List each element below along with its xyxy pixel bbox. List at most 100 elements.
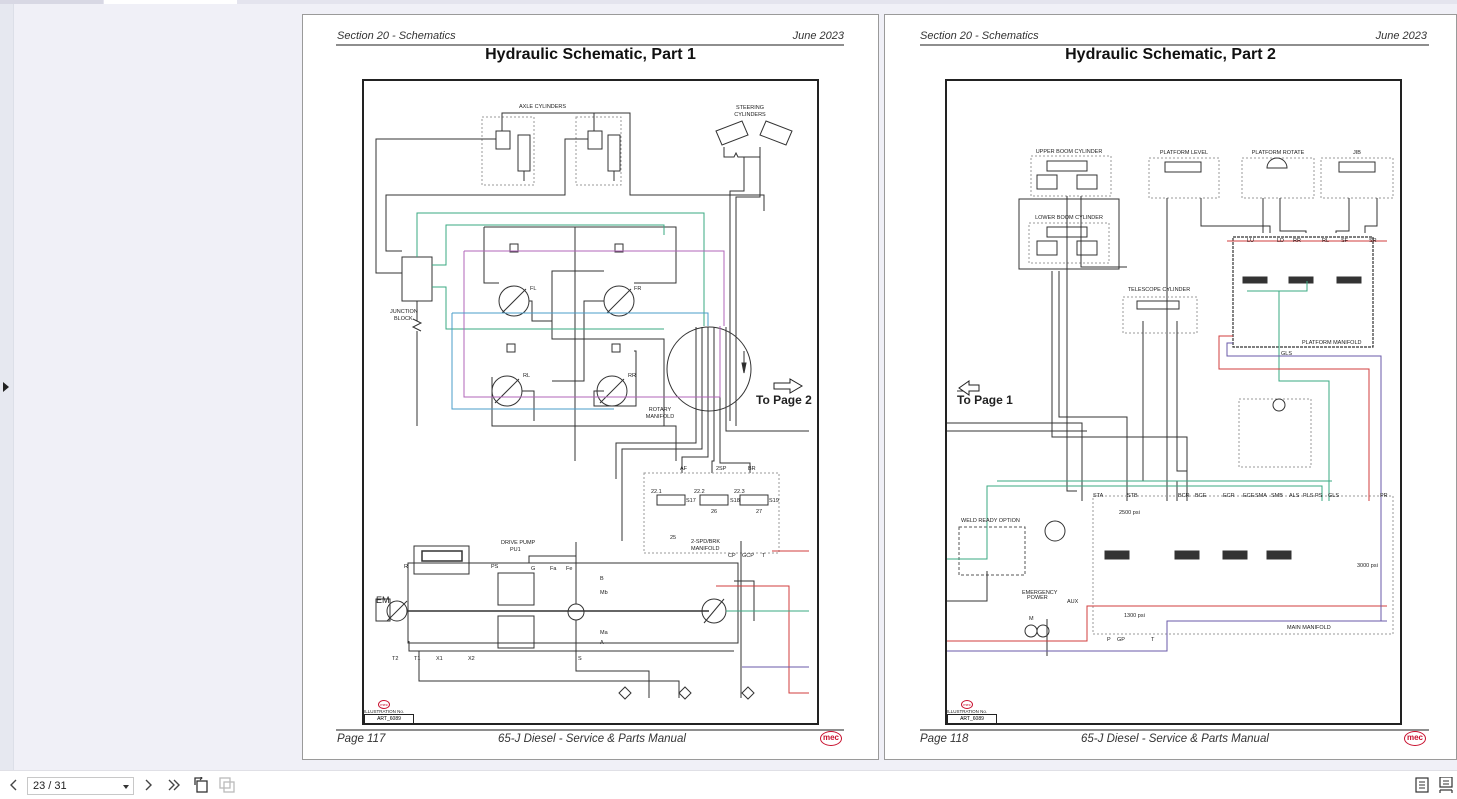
label-gcp: GCP xyxy=(742,553,754,559)
label-rr: RR xyxy=(1293,238,1301,244)
label-22-1: 22.1 xyxy=(651,489,662,495)
label-weld-ready: WELD READY OPTION xyxy=(961,518,1020,524)
label-em: EM xyxy=(376,595,390,605)
label-rotary-2: MANIFOLD xyxy=(646,414,674,420)
sidebar-panel xyxy=(0,4,14,770)
tab[interactable] xyxy=(0,0,103,4)
label-lu: LU xyxy=(1247,238,1254,244)
label-junction-1: JUNCTION xyxy=(390,309,418,315)
label-p: P xyxy=(1107,637,1111,643)
label-ps: PS xyxy=(1315,493,1323,499)
label-27: 27 xyxy=(756,509,762,515)
axle-cylinder-right xyxy=(575,116,622,186)
label-platform-level: PLATFORM LEVEL xyxy=(1160,150,1208,156)
extract-page-button[interactable] xyxy=(218,776,236,794)
label-stb: STB xyxy=(1127,493,1138,499)
label-g: G xyxy=(531,566,535,572)
label-2500psi: 2500 psi xyxy=(1119,510,1140,516)
label-pr: PR xyxy=(1380,493,1388,499)
label-rotary-1: ROTARY xyxy=(649,407,672,413)
label-22-3: 22.3 xyxy=(734,489,745,495)
header-rule xyxy=(336,44,844,46)
rotate-page-button[interactable] xyxy=(192,776,210,794)
label-smb: SMB xyxy=(1271,493,1283,499)
footer-rule xyxy=(336,729,844,731)
document-viewport[interactable]: Section 20 - Schematics June 2023 Hydrau… xyxy=(14,4,1457,770)
label-s17: S17 xyxy=(686,498,696,504)
label-ece: ECE xyxy=(1243,493,1255,499)
label-fa: Fa xyxy=(550,566,557,572)
label-sma: SMA xyxy=(1255,493,1267,499)
continuous-view-button[interactable] xyxy=(1437,776,1455,794)
label-s18: S18 xyxy=(730,498,740,504)
weld-ready-option xyxy=(958,526,1026,576)
previous-page-button[interactable] xyxy=(4,776,22,794)
page-117: Section 20 - Schematics June 2023 Hydrau… xyxy=(302,14,879,760)
illustration-number-block: mec ILLUSTRATION No. ART_6089 xyxy=(947,700,997,723)
label-fl: FL xyxy=(530,286,536,292)
label-t: T xyxy=(1151,637,1155,643)
mec-logo-small: mec xyxy=(378,700,390,709)
label-aux: AUX xyxy=(1067,599,1079,605)
chevron-right-icon xyxy=(145,779,152,791)
label-s: S xyxy=(578,656,582,662)
page-selector[interactable]: 23 / 31 xyxy=(27,777,134,795)
label-rr: RR xyxy=(628,373,636,379)
schematic-frame: UPPER BOOM CYLINDER LOWER BOOM CYLINDER … xyxy=(945,79,1402,725)
page-header-section: Section 20 - Schematics xyxy=(920,30,1039,42)
single-page-view-icon xyxy=(1415,777,1429,793)
hydraulic-schematic-part-1: AXLE CYLINDERS STEERING CYLINDERS JUNCTI… xyxy=(375,104,812,700)
label-t: T xyxy=(762,553,766,559)
label-sr: SR xyxy=(1369,238,1377,244)
shuttle-valve-block xyxy=(1238,398,1312,468)
label-axle-cylinders: AXLE CYLINDERS xyxy=(519,104,566,110)
hydraulic-schematic-part-2: UPPER BOOM CYLINDER LOWER BOOM CYLINDER … xyxy=(947,149,1394,656)
label-af: AF xyxy=(680,466,688,472)
header-rule xyxy=(920,44,1429,46)
jib xyxy=(1320,157,1394,199)
to-page-2-link[interactable]: To Page 2 xyxy=(756,393,812,407)
label-r: R xyxy=(404,564,408,570)
label-gls: GLS xyxy=(1281,351,1292,357)
next-page-button[interactable] xyxy=(140,776,158,794)
label-rl: RL xyxy=(523,373,530,379)
mec-logo: mec xyxy=(1404,731,1426,746)
bottom-toolbar: 23 / 31 xyxy=(0,770,1457,799)
tab-active[interactable] xyxy=(104,0,237,4)
label-x1: X1 xyxy=(436,656,443,662)
label-telescope: TELESCOPE CYLINDER xyxy=(1128,287,1190,293)
label-fe: Fe xyxy=(566,566,572,572)
label-1300psi: 1300 psi xyxy=(1124,613,1145,619)
manual-title: 65-J Diesel - Service & Parts Manual xyxy=(498,733,686,745)
page-title: Hydraulic Schematic, Part 1 xyxy=(485,46,696,63)
chevron-left-icon xyxy=(10,779,17,791)
illustration-number: ART_6089 xyxy=(947,714,997,723)
last-page-button[interactable] xyxy=(165,776,183,794)
illustration-number-block: mec ILLUSTRATION No. ART_6089 xyxy=(364,700,414,723)
label-b: B xyxy=(600,576,604,582)
label-a: A xyxy=(600,640,604,646)
sidebar-toggle-icon[interactable] xyxy=(3,382,9,392)
page-title: Hydraulic Schematic, Part 2 xyxy=(1065,46,1276,63)
page-number: Page 118 xyxy=(920,733,969,745)
label-fr: FR xyxy=(634,286,641,292)
dropdown-caret-icon xyxy=(123,785,129,789)
label-als: ALS xyxy=(1289,493,1300,499)
label-steering-2: CYLINDERS xyxy=(734,112,766,118)
label-main-manifold: MAIN MANIFOLD xyxy=(1287,625,1331,631)
label-platform-rotate: PLATFORM ROTATE xyxy=(1252,150,1305,156)
label-ps: PS xyxy=(491,564,499,570)
lower-boom-cylinder-outer xyxy=(1018,198,1120,270)
illustration-label: ILLUSTRATION No. xyxy=(947,709,988,714)
label-lower-boom: LOWER BOOM CYLINDER xyxy=(1035,215,1103,221)
label-drive-pump-2: PU1 xyxy=(510,547,521,553)
platform-rotate xyxy=(1241,157,1315,199)
label-2spd-2: MANIFOLD xyxy=(691,546,719,552)
mec-logo: mec xyxy=(820,731,842,746)
label-mb: Mb xyxy=(600,590,608,596)
page-header-date: June 2023 xyxy=(1375,30,1427,42)
single-page-view-button[interactable] xyxy=(1413,776,1431,794)
label-emergency-2: POWER xyxy=(1027,595,1048,601)
to-page-1-link[interactable]: To Page 1 xyxy=(957,393,1013,407)
label-22-2: 22.2 xyxy=(694,489,705,495)
